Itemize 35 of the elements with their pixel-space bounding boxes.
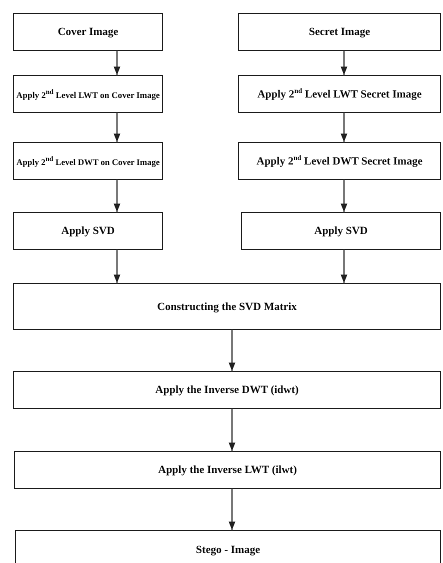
process-box bbox=[241, 212, 441, 250]
step-label: Stego - Image bbox=[196, 544, 260, 556]
process-box bbox=[13, 283, 441, 330]
process-box bbox=[13, 75, 163, 113]
arrow bbox=[340, 180, 348, 212]
arrow bbox=[340, 250, 348, 283]
step-label: Apply 2$^{nd}$ Level DWT on Cover Image bbox=[16, 155, 160, 167]
arrow bbox=[228, 489, 236, 530]
arrow bbox=[340, 113, 348, 142]
process-box bbox=[13, 142, 163, 180]
step-label: Apply 2$^{nd}$ Level DWT Secret Image bbox=[256, 154, 422, 168]
process-box bbox=[13, 371, 441, 409]
arrow bbox=[228, 409, 236, 451]
step-label: Apply the Inverse LWT (ilwt) bbox=[158, 464, 297, 476]
step-label: Apply 2$^{nd}$ Level LWT on Cover Image bbox=[16, 88, 160, 100]
step-label: Secret Image bbox=[308, 26, 370, 38]
arrow bbox=[340, 51, 348, 75]
step-label: Constructing the SVD Matrix bbox=[157, 300, 297, 312]
process-box bbox=[238, 75, 441, 113]
arrow bbox=[228, 330, 236, 371]
step-label: Apply the Inverse DWT (idwt) bbox=[155, 384, 299, 396]
arrow bbox=[114, 113, 120, 142]
arrow bbox=[114, 250, 120, 283]
arrow bbox=[114, 51, 120, 75]
process-box bbox=[238, 13, 441, 51]
process-box bbox=[238, 142, 441, 180]
step-label: Apply 2$^{nd}$ Level LWT Secret Image bbox=[257, 87, 422, 101]
process-box bbox=[14, 451, 441, 489]
step-label: Cover Image bbox=[58, 26, 118, 38]
process-box bbox=[13, 13, 163, 51]
step-label: Apply SVD bbox=[61, 225, 115, 237]
arrow bbox=[114, 180, 120, 212]
step-label: Apply SVD bbox=[314, 225, 368, 237]
process-box bbox=[13, 212, 163, 250]
process-box bbox=[15, 530, 441, 563]
